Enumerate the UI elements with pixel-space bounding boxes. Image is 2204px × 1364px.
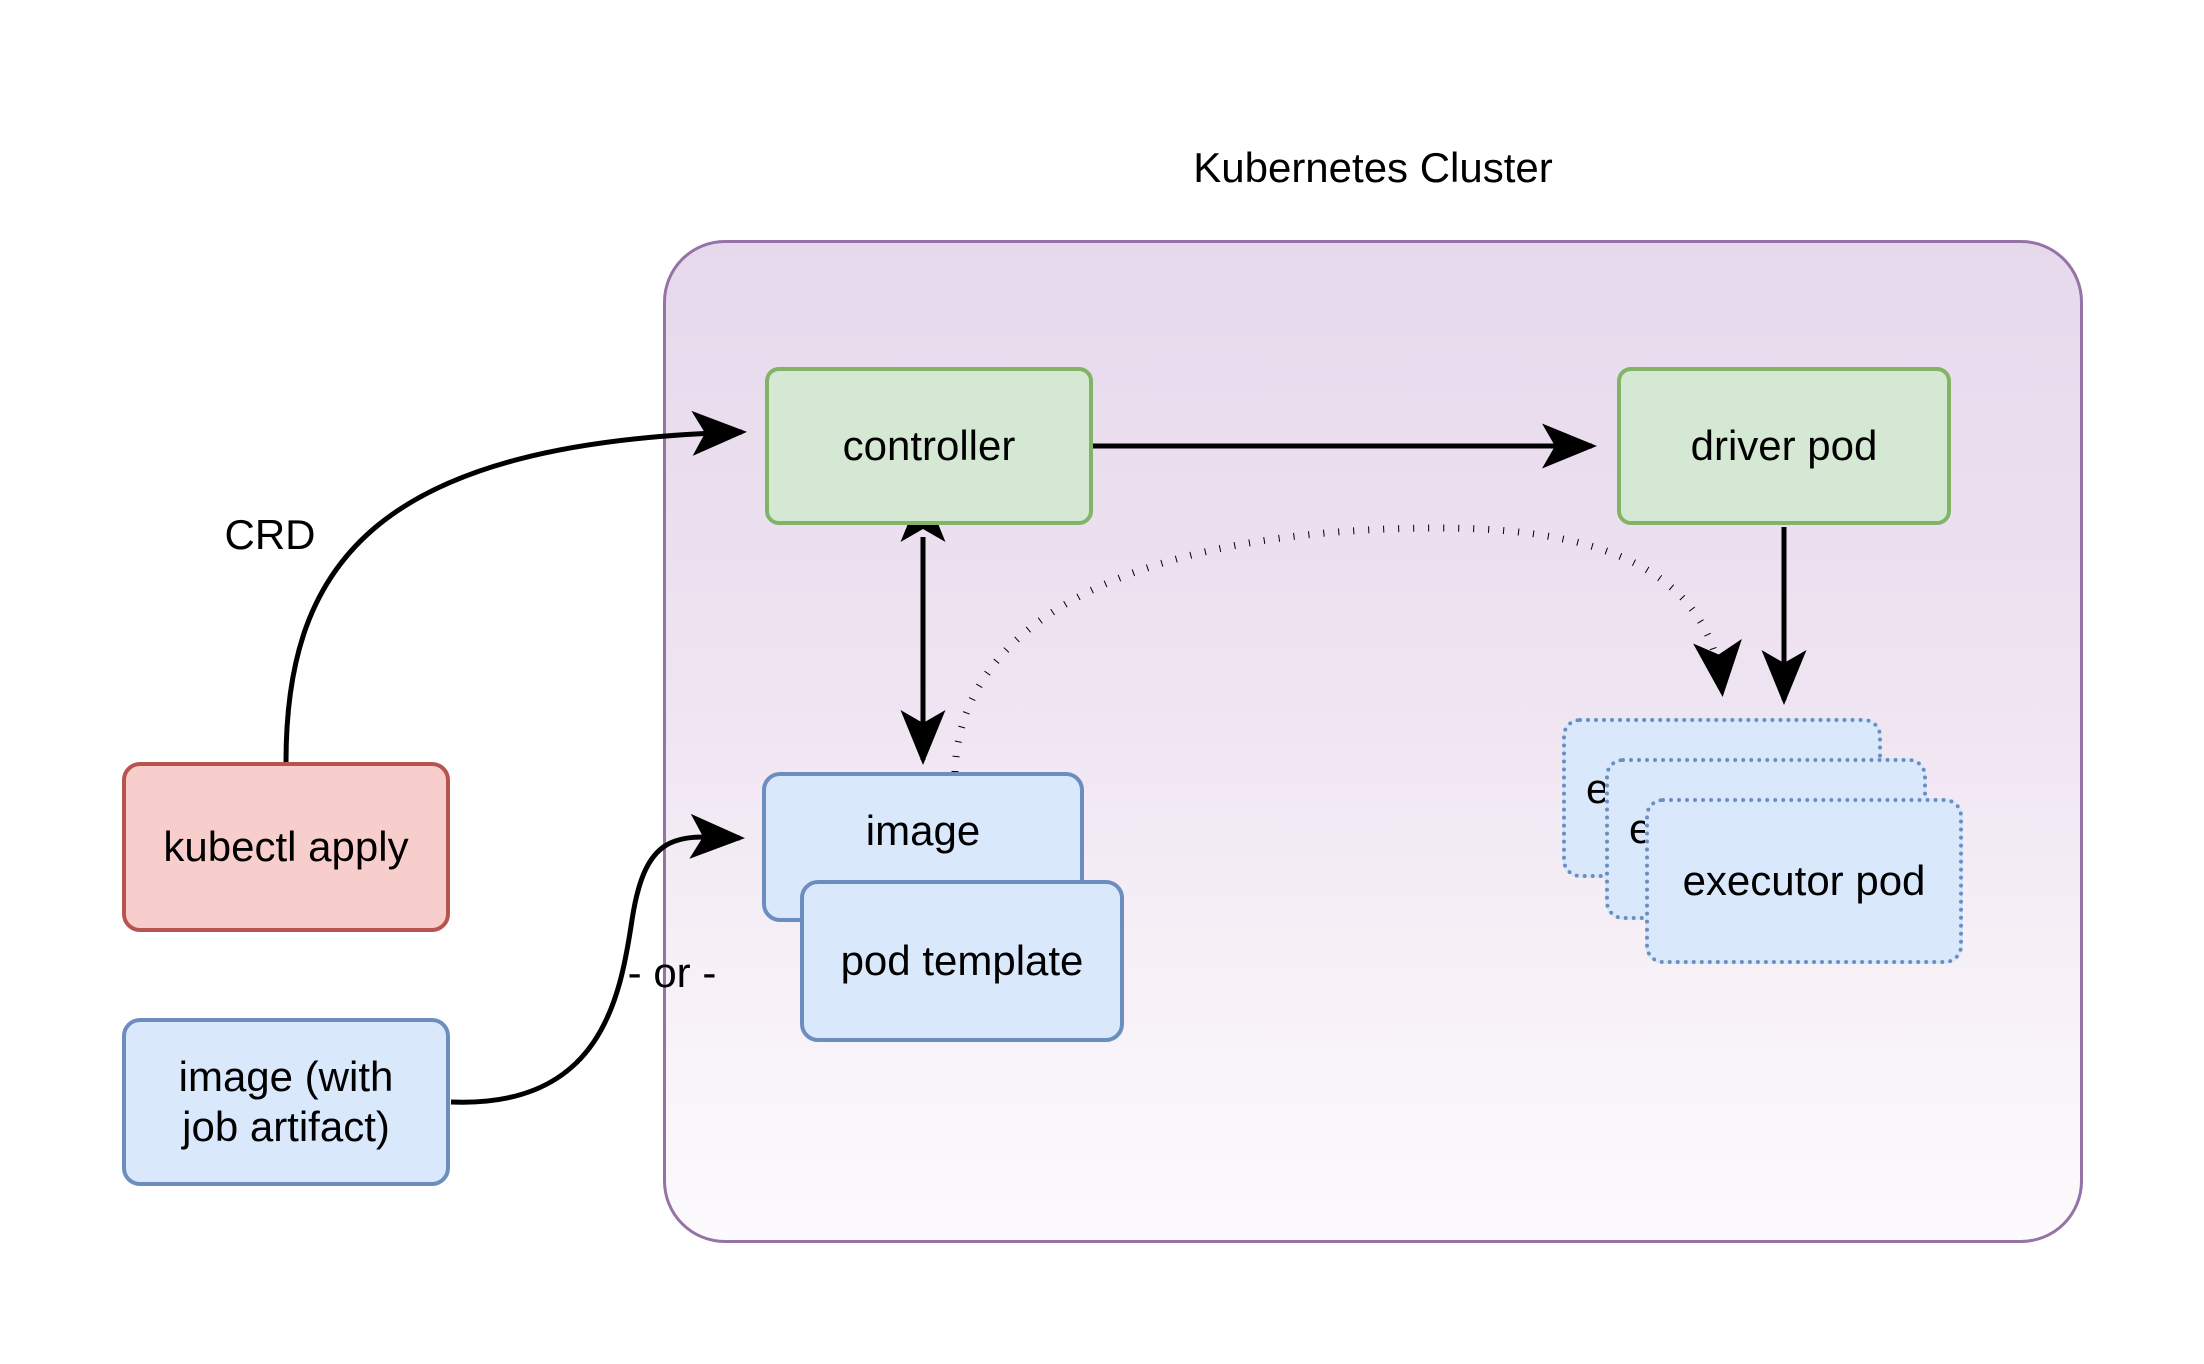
node-driver-pod[interactable]: driver pod bbox=[1617, 367, 1951, 525]
node-job-image[interactable]: image (with job artifact) bbox=[122, 1018, 450, 1186]
node-executor-pod-front[interactable]: executor pod bbox=[1645, 798, 1963, 964]
edge-label-crd: CRD bbox=[224, 511, 316, 559]
node-kubectl-apply[interactable]: kubectl apply bbox=[122, 762, 450, 932]
node-pod-template-label: pod template bbox=[840, 937, 1084, 985]
node-controller[interactable]: controller bbox=[765, 367, 1093, 525]
node-kubectl-apply-label: kubectl apply bbox=[163, 823, 409, 871]
cluster-title: Kubernetes Cluster bbox=[1193, 144, 1553, 192]
node-job-image-label-line2: job artifact) bbox=[182, 1103, 390, 1150]
or-separator-label: - or - bbox=[627, 949, 717, 997]
node-pod-template[interactable]: pod template bbox=[800, 880, 1124, 1042]
node-image-label: image bbox=[865, 807, 981, 854]
node-controller-label: controller bbox=[842, 422, 1016, 470]
node-job-image-label-line1: image (with bbox=[178, 1053, 394, 1101]
node-driver-pod-label: driver pod bbox=[1690, 422, 1878, 470]
node-executor-pod-front-label: executor pod bbox=[1682, 857, 1926, 905]
